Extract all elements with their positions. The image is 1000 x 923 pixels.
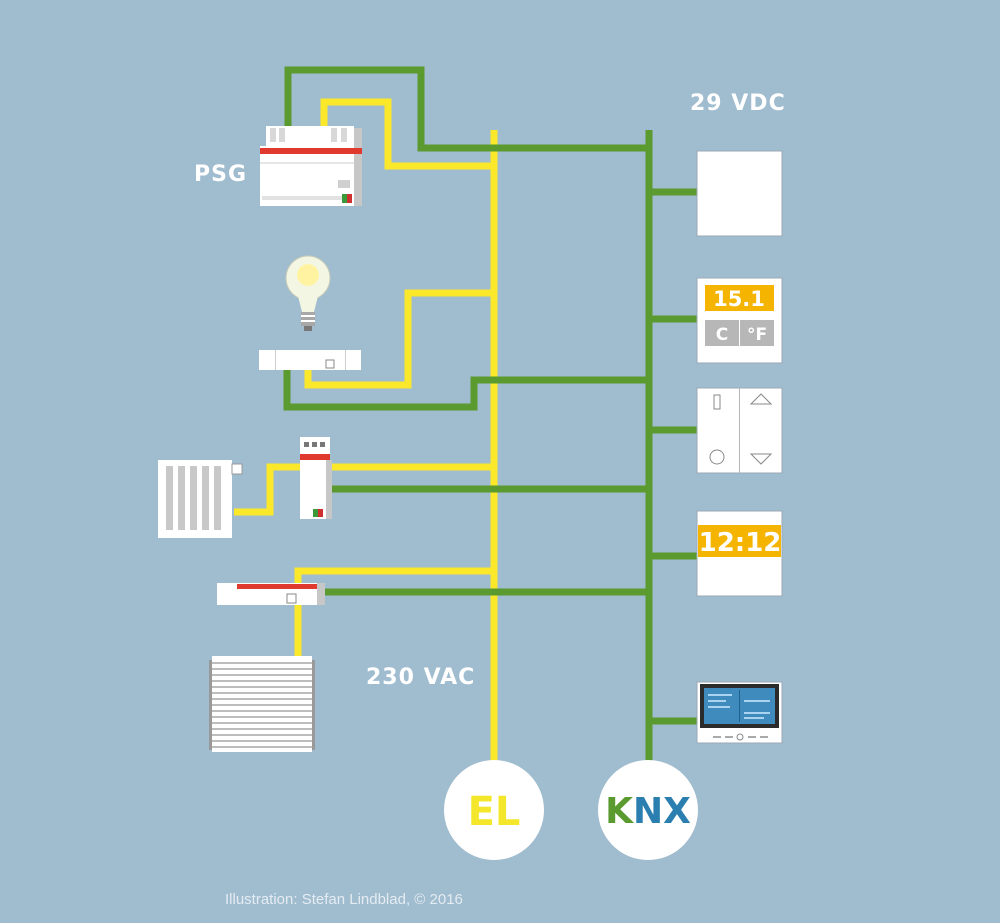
thermostat-display — [705, 285, 774, 311]
knx-logo-text: KNX — [605, 791, 691, 832]
lamp-power-wire — [304, 289, 494, 389]
touch-panel — [696, 681, 783, 744]
thermostat-reading: 15.1 — [713, 287, 765, 311]
heating-actuator — [300, 437, 332, 519]
indicator-led-icon — [713, 394, 721, 410]
el-logo-text: EL — [468, 789, 521, 835]
arrow-up-icon — [749, 393, 773, 405]
psg-label: PSG — [194, 162, 247, 187]
window-blind-icon — [209, 656, 315, 752]
radiator-icon — [158, 460, 243, 538]
lamp-bus-wire — [283, 368, 649, 411]
dc-voltage-label: 29 VDC — [690, 91, 786, 116]
clock-display — [698, 525, 781, 557]
knx-badge: KNX — [598, 760, 698, 860]
blind-actuator — [217, 583, 325, 605]
illustration-credit: Illustration: Stefan Lindblad, © 2016 — [225, 891, 463, 908]
psg-power-supply — [260, 126, 362, 206]
clock-time: 12:12 — [699, 528, 782, 558]
blind-push-button — [696, 387, 783, 474]
arrow-down-icon — [749, 453, 773, 465]
switch-actuator — [259, 350, 361, 370]
ac-voltage-label: 230 VAC — [366, 665, 475, 690]
round-button-icon — [709, 449, 725, 465]
wall-switch — [696, 150, 783, 237]
fahrenheit-button[interactable]: °F — [747, 325, 767, 345]
light-bulb-icon — [285, 255, 331, 331]
el-badge: EL — [444, 760, 544, 860]
thermostat: 15.1 C °F — [696, 277, 783, 364]
radiator-power-wire — [234, 463, 300, 516]
panel-home-button[interactable] — [736, 733, 744, 741]
psg-bus-wire — [284, 66, 649, 152]
psg-power-wire — [320, 98, 494, 170]
power-wiring — [234, 98, 498, 782]
celsius-button[interactable]: C — [716, 325, 728, 345]
bus-wiring — [283, 66, 697, 762]
timer-clock: 12:12 — [696, 510, 783, 597]
